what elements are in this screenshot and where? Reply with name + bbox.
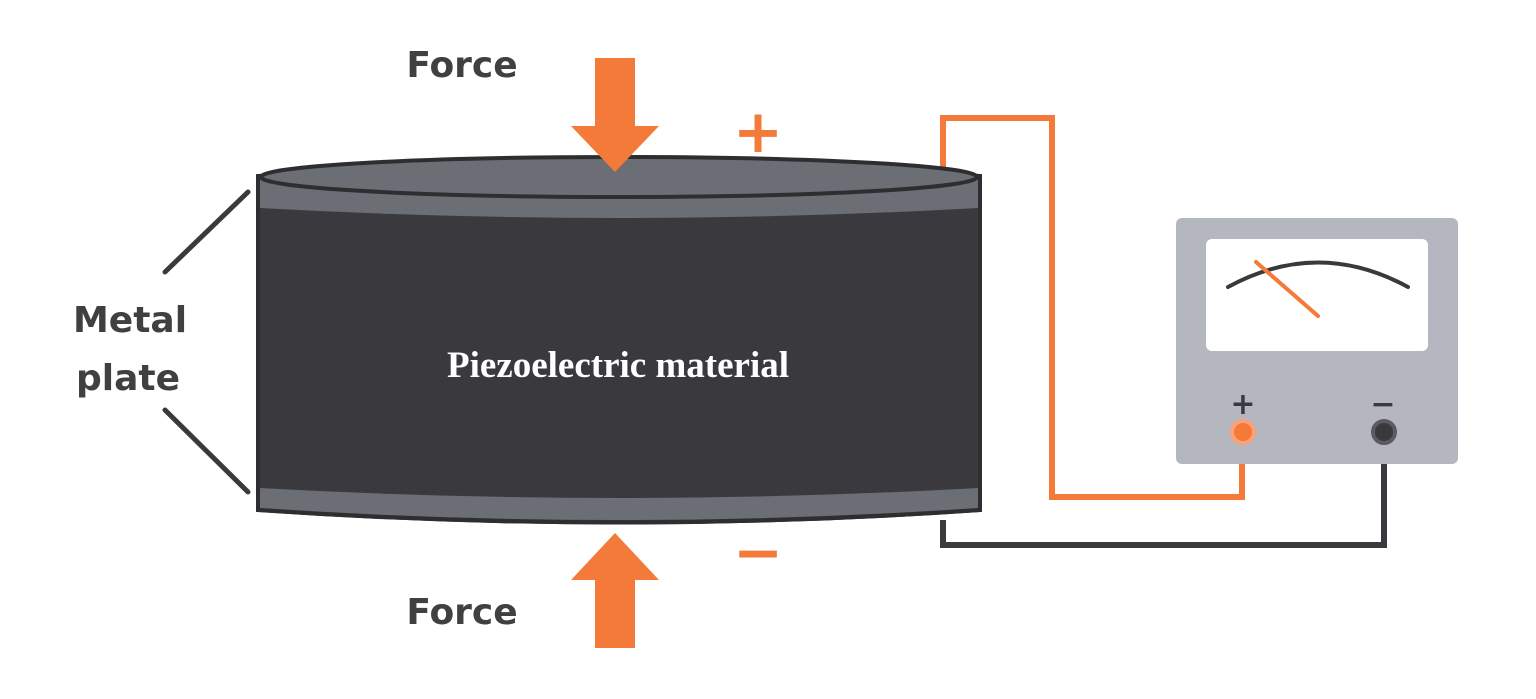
cylinder-outline	[256, 176, 982, 525]
voltmeter-negative-terminal	[1371, 419, 1397, 445]
negative-wire	[940, 432, 1387, 548]
pointer-line-top	[162, 189, 251, 275]
force-arrow-bottom	[571, 533, 659, 648]
force-arrow-top	[571, 58, 659, 172]
voltmeter-plus-label: +	[1230, 387, 1255, 422]
force-label-bottom: Force	[406, 592, 517, 633]
positive-wire	[940, 115, 1245, 500]
voltmeter-needle	[1254, 260, 1320, 318]
bottom-metal-plate	[260, 488, 978, 520]
voltmeter-minus-label: −	[1370, 387, 1395, 422]
voltmeter-positive-terminal	[1230, 419, 1256, 445]
voltmeter: + −	[1176, 218, 1458, 464]
metal-plate-label-line2: plate	[76, 358, 180, 399]
force-label-top: Force	[406, 45, 517, 86]
metal-plate-label-line1: Metal	[73, 300, 187, 341]
plus-sign-top: +	[733, 97, 783, 167]
voltmeter-face	[1206, 239, 1428, 351]
voltmeter-scale-arc	[1226, 260, 1410, 289]
pointer-line-bottom	[162, 407, 251, 495]
piezo-cylinder	[256, 155, 982, 525]
minus-sign-bottom: −	[733, 518, 783, 588]
material-label: Piezoelectric material	[447, 345, 789, 386]
